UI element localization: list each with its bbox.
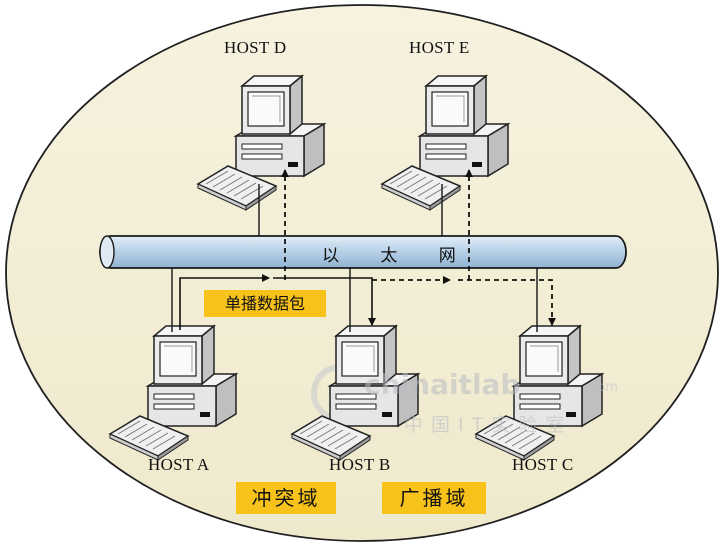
ethernet-bus bbox=[99, 235, 627, 269]
network-name-label: 以 太 网 bbox=[322, 246, 474, 266]
host-d-label: HOST D bbox=[224, 38, 287, 57]
host-b-label: HOST B bbox=[329, 455, 391, 474]
host-a-label: HOST A bbox=[148, 455, 210, 474]
unicast-path bbox=[179, 274, 376, 330]
broadcast-path bbox=[281, 169, 556, 326]
watermark-suffix: .com bbox=[586, 380, 618, 395]
host-c-label: HOST C bbox=[512, 455, 574, 474]
collision-domain-tag: 冲突域 bbox=[236, 482, 336, 514]
watermark-brand: chinaitlab bbox=[364, 368, 521, 401]
host-e-label: HOST E bbox=[409, 38, 470, 57]
unicast-packet-tag: 单播数据包 bbox=[204, 290, 326, 317]
broadcast-domain-tag: 广播域 bbox=[382, 482, 486, 514]
watermark-subtitle: 中国IT实验室 bbox=[404, 414, 573, 436]
